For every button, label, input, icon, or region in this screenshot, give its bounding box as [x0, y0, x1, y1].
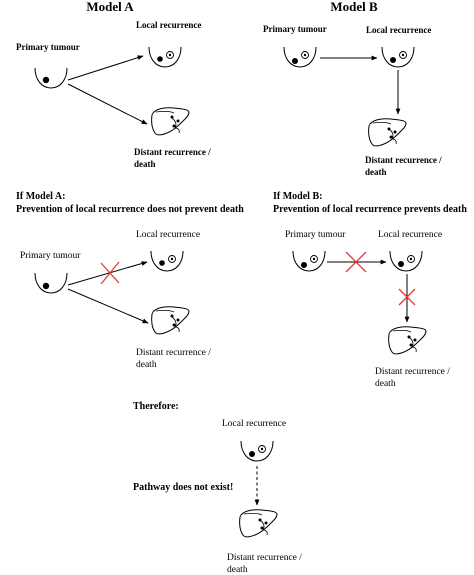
if-b-blocked-cross-icon-local	[398, 288, 416, 306]
therefore-liver-icon	[239, 509, 278, 538]
therefore-distant-label-2: death	[227, 565, 248, 575]
if-b-distant-label-2: death	[375, 379, 396, 389]
model-b-primary-breast-icon	[283, 46, 317, 68]
if-model-b-panel: If Model B: Prevention of local recurren…	[273, 191, 467, 389]
model-b-distant-label-1: Distant recurrence /	[365, 155, 442, 165]
therefore-heading: Therefore:	[133, 401, 179, 412]
if-b-heading-2: Prevention of local recurrence prevents …	[273, 204, 467, 215]
model-b-liver-icon	[368, 118, 407, 147]
if-b-liver-icon	[388, 326, 427, 355]
if-b-local-label: Local recurrence	[378, 230, 442, 240]
model-b-distant-label-2: death	[365, 167, 387, 177]
if-a-arrow-distant	[67, 288, 149, 324]
if-a-blocked-cross-icon	[100, 261, 120, 285]
therefore-local-label: Local recurrence	[222, 419, 286, 429]
model-a-liver-icon	[151, 107, 190, 136]
if-b-primary-breast-icon	[292, 250, 326, 272]
if-b-blocked-cross-icon-primary	[345, 251, 367, 273]
if-model-a-panel: If Model A: Prevention of local recurren…	[16, 191, 244, 370]
if-a-local-breast-icon	[150, 250, 184, 272]
model-a-arrow-distant	[67, 83, 148, 125]
therefore-distant-label-1: Distant recurrence /	[227, 553, 302, 563]
if-b-local-breast-icon	[389, 250, 423, 272]
pathway-label: Pathway does not exist!	[133, 482, 233, 493]
if-b-heading-1: If Model B:	[273, 191, 322, 202]
model-a-arrow-local	[67, 55, 144, 81]
model-a-panel: Model A Primary tumour Local recurrence …	[16, 0, 211, 169]
if-b-distant-label-1: Distant recurrence /	[375, 367, 450, 377]
if-b-primary-label: Primary tumour	[285, 230, 346, 240]
model-a-primary-label: Primary tumour	[16, 42, 80, 52]
if-a-heading-1: If Model A:	[16, 191, 65, 202]
therefore-local-breast-icon	[240, 440, 274, 462]
if-a-distant-label-1: Distant recurrence /	[136, 348, 211, 358]
model-a-title: Model A	[86, 0, 134, 14]
if-a-local-label: Local recurrence	[136, 230, 200, 240]
if-a-arrow-local	[67, 261, 148, 286]
if-a-liver-icon	[151, 306, 190, 335]
model-b-local-label: Local recurrence	[366, 25, 431, 35]
model-a-distant-label-2: death	[134, 159, 156, 169]
model-a-distant-label-1: Distant recurrence /	[134, 147, 211, 157]
if-a-primary-label: Primary tumour	[20, 251, 81, 261]
model-a-primary-breast-icon	[34, 67, 68, 89]
therefore-panel: Therefore: Local recurrence Pathway does…	[133, 401, 302, 575]
if-a-distant-label-2: death	[136, 360, 157, 370]
model-a-local-label: Local recurrence	[136, 20, 201, 30]
model-a-local-breast-icon	[148, 46, 182, 68]
model-b-panel: Model B Primary tumour Local recurrence …	[263, 0, 442, 177]
model-b-local-breast-icon	[381, 46, 415, 68]
model-b-title: Model B	[330, 0, 378, 14]
if-a-primary-breast-icon	[34, 272, 68, 294]
if-a-heading-2: Prevention of local recurrence does not …	[16, 204, 244, 215]
model-b-primary-label: Primary tumour	[263, 24, 327, 34]
